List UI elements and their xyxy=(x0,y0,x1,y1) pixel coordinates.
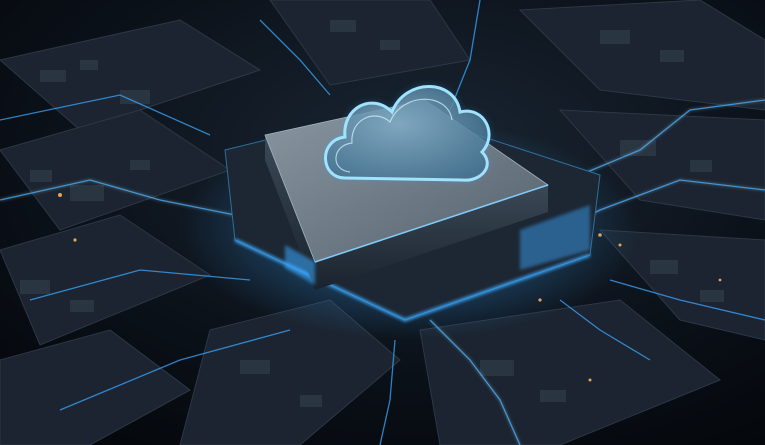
cloud-icon xyxy=(324,85,491,182)
board-components xyxy=(20,20,724,407)
